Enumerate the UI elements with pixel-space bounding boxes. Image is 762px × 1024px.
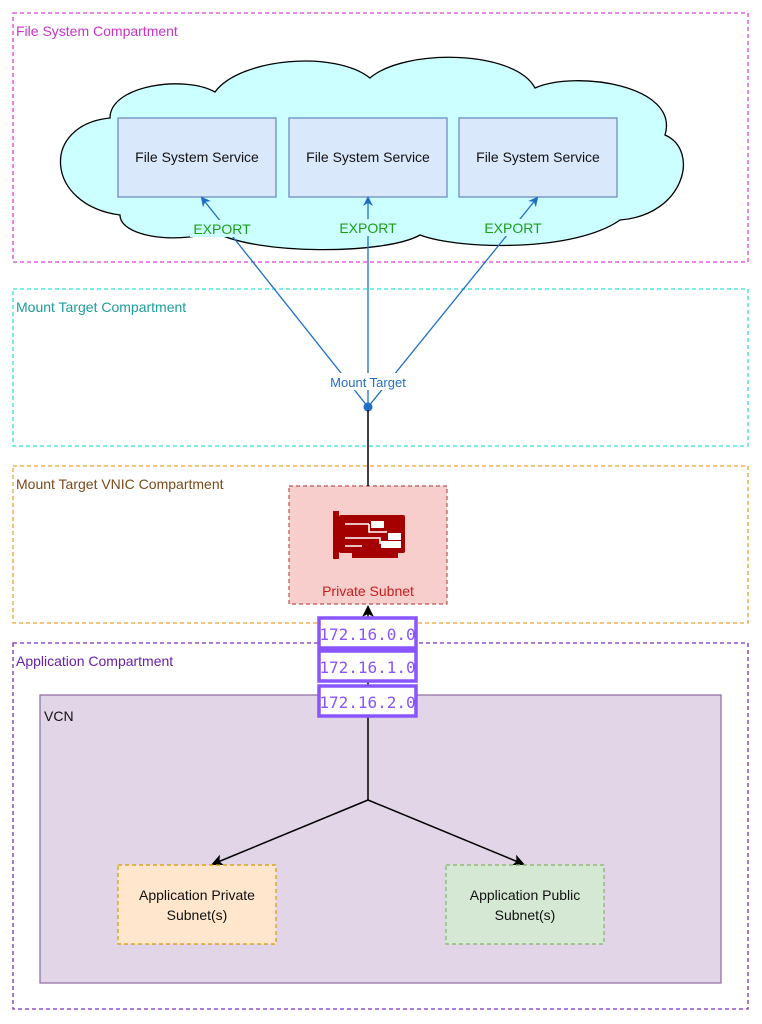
vnic-compartment: Mount Target VNIC Compartment xyxy=(12,465,749,624)
app-public-subnet-label-2: Subnet(s) xyxy=(495,907,556,923)
network-card-icon xyxy=(333,511,405,559)
export-label: EXPORT xyxy=(193,221,251,237)
fs-service-label: File System Service xyxy=(306,149,430,165)
ip-address: 172.16.2.0 xyxy=(319,693,415,712)
to-public-subnet-arrow xyxy=(367,799,525,866)
to-private-subnet-arrow xyxy=(211,799,369,866)
ip-address-labels: 172.16.0.0 172.16.1.0 172.16.2.0 xyxy=(317,616,418,718)
application-compartment-label: Application Compartment xyxy=(16,653,173,669)
mount-target-point[interactable] xyxy=(363,402,373,412)
app-public-subnet-box[interactable]: Application Public Subnet(s) xyxy=(445,864,605,945)
app-private-subnet-label-2: Subnet(s) xyxy=(167,907,228,923)
mount-target-compartment-label: Mount Target Compartment xyxy=(16,299,186,315)
fs-service-box[interactable]: File System Service xyxy=(288,117,448,198)
export-label: EXPORT xyxy=(339,220,397,236)
fs-service-label: File System Service xyxy=(476,149,600,165)
vcn-label: VCN xyxy=(44,708,74,724)
fs-service-label: File System Service xyxy=(135,149,259,165)
ip-address-box: 172.16.0.0 xyxy=(317,616,418,650)
file-system-compartment-label: File System Compartment xyxy=(16,23,178,39)
export-label: EXPORT xyxy=(484,220,542,236)
app-public-subnet-label: Application Public xyxy=(470,887,581,903)
fs-service-box[interactable]: File System Service xyxy=(117,117,277,198)
file-system-compartment: File System Compartment xyxy=(12,12,749,263)
vnic-compartment-label: Mount Target VNIC Compartment xyxy=(16,476,224,492)
app-private-subnet-label: Application Private xyxy=(139,887,255,903)
ip-address: 172.16.0.0 xyxy=(319,625,415,644)
app-private-subnet-box[interactable]: Application Private Subnet(s) xyxy=(117,864,277,945)
fs-service-box[interactable]: File System Service xyxy=(458,117,618,198)
export-labels: EXPORT EXPORT EXPORT xyxy=(190,219,545,237)
ip-address-box: 172.16.2.0 xyxy=(317,684,418,718)
ip-address: 172.16.1.0 xyxy=(319,658,415,677)
mount-target-label: Mount Target xyxy=(330,375,406,390)
mount-target-compartment: Mount Target Compartment xyxy=(12,288,749,447)
private-subnet-label: Private Subnet xyxy=(322,583,414,599)
private-subnet-box[interactable]: Private Subnet xyxy=(288,485,448,605)
ip-address-box: 172.16.1.0 xyxy=(317,649,418,683)
